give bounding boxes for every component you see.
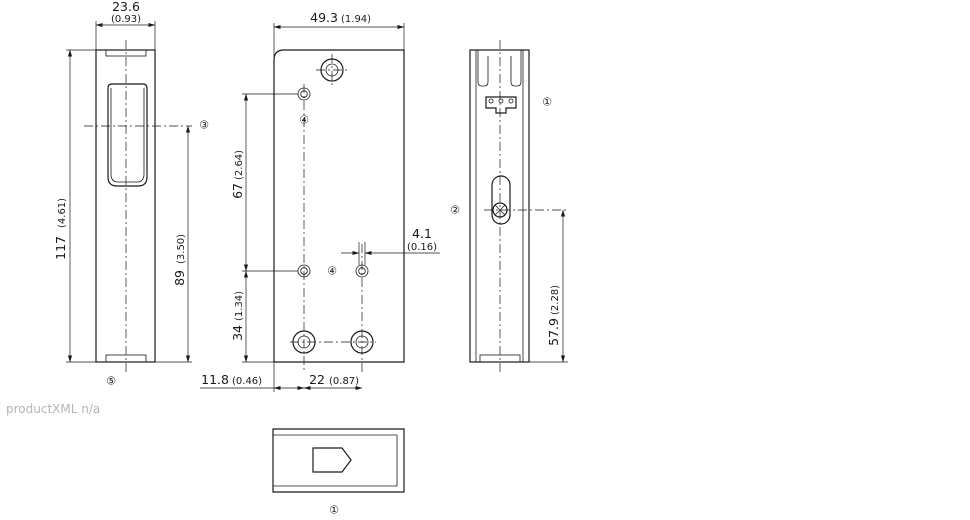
- front-view: 49.3 (1.94) 67 (2.64) 34 (1.34) 11.8 (0.…: [200, 10, 440, 392]
- connector-pin: [488, 98, 494, 104]
- dim-hole-offset-left-inch: (0.46): [232, 376, 262, 387]
- dim-height-right-value: 57.9: [546, 318, 561, 346]
- side-view: 23.6 (0.93) 117 (4.61) 89 (3.50) ③ ⑤: [53, 0, 209, 388]
- side-view-clip-inner: [110, 88, 145, 183]
- side-view-outline: [95, 49, 156, 363]
- connector-pin: [508, 98, 514, 104]
- dim-hole-offset-bottom-inch: (1.34): [234, 291, 245, 321]
- dim-hole-spacing-v-inch: (2.64): [234, 150, 245, 180]
- callout-4-upper: ④: [299, 114, 309, 127]
- dim-hole-spacing-h-value: 22: [309, 372, 325, 387]
- side-view-clip: [107, 83, 148, 187]
- callout-1-bottom: ①: [329, 504, 339, 517]
- dim-hole-diameter-inch: (0.16): [407, 242, 437, 253]
- connector-pin: [498, 98, 504, 104]
- dim-width-front-value: 49.3: [310, 10, 338, 25]
- dim-hole-spacing-v-value: 67: [230, 183, 245, 199]
- dim-height-total-inch: (4.61): [57, 198, 68, 228]
- dim-hole-diameter-value: 4.1: [412, 226, 432, 241]
- callout-4-lower: ④: [327, 265, 337, 278]
- dim-hole-offset-left-value: 11.8: [201, 372, 229, 387]
- callout-2: ②: [450, 204, 460, 217]
- bottom-view-window: [312, 447, 352, 473]
- dim-width-side-value: 23.6: [112, 0, 140, 14]
- callout-1-right: ①: [542, 96, 552, 109]
- footer-text: productXML n/a: [6, 402, 100, 416]
- dim-hole-spacing-h-inch: (0.87): [329, 376, 359, 387]
- dim-height-total-value: 117: [53, 236, 68, 260]
- dim-height-right-inch: (2.28): [550, 285, 561, 315]
- bottom-view-outline: [272, 428, 405, 493]
- right-view: 57.9 (2.28) ① ②: [450, 40, 568, 374]
- front-view-outline: [273, 49, 405, 363]
- dim-height-slot-inch: (3.50): [176, 234, 187, 264]
- callout-3: ③: [199, 119, 209, 132]
- right-view-connector: [485, 96, 517, 114]
- dim-width-side-inch: (0.93): [111, 14, 141, 25]
- right-view-slot: [491, 175, 511, 225]
- side-view-bottom-notch: [105, 354, 147, 363]
- dim-width-front-inch: (1.94): [341, 14, 371, 25]
- dim-hole-offset-bottom-value: 34: [230, 325, 245, 341]
- right-view-clip-left: [477, 50, 489, 87]
- side-view-top-notch: [105, 49, 147, 57]
- bottom-view: ①: [272, 428, 405, 517]
- callout-5: ⑤: [106, 375, 116, 388]
- right-view-clip-right: [510, 50, 522, 87]
- dim-height-slot-value: 89: [172, 270, 187, 286]
